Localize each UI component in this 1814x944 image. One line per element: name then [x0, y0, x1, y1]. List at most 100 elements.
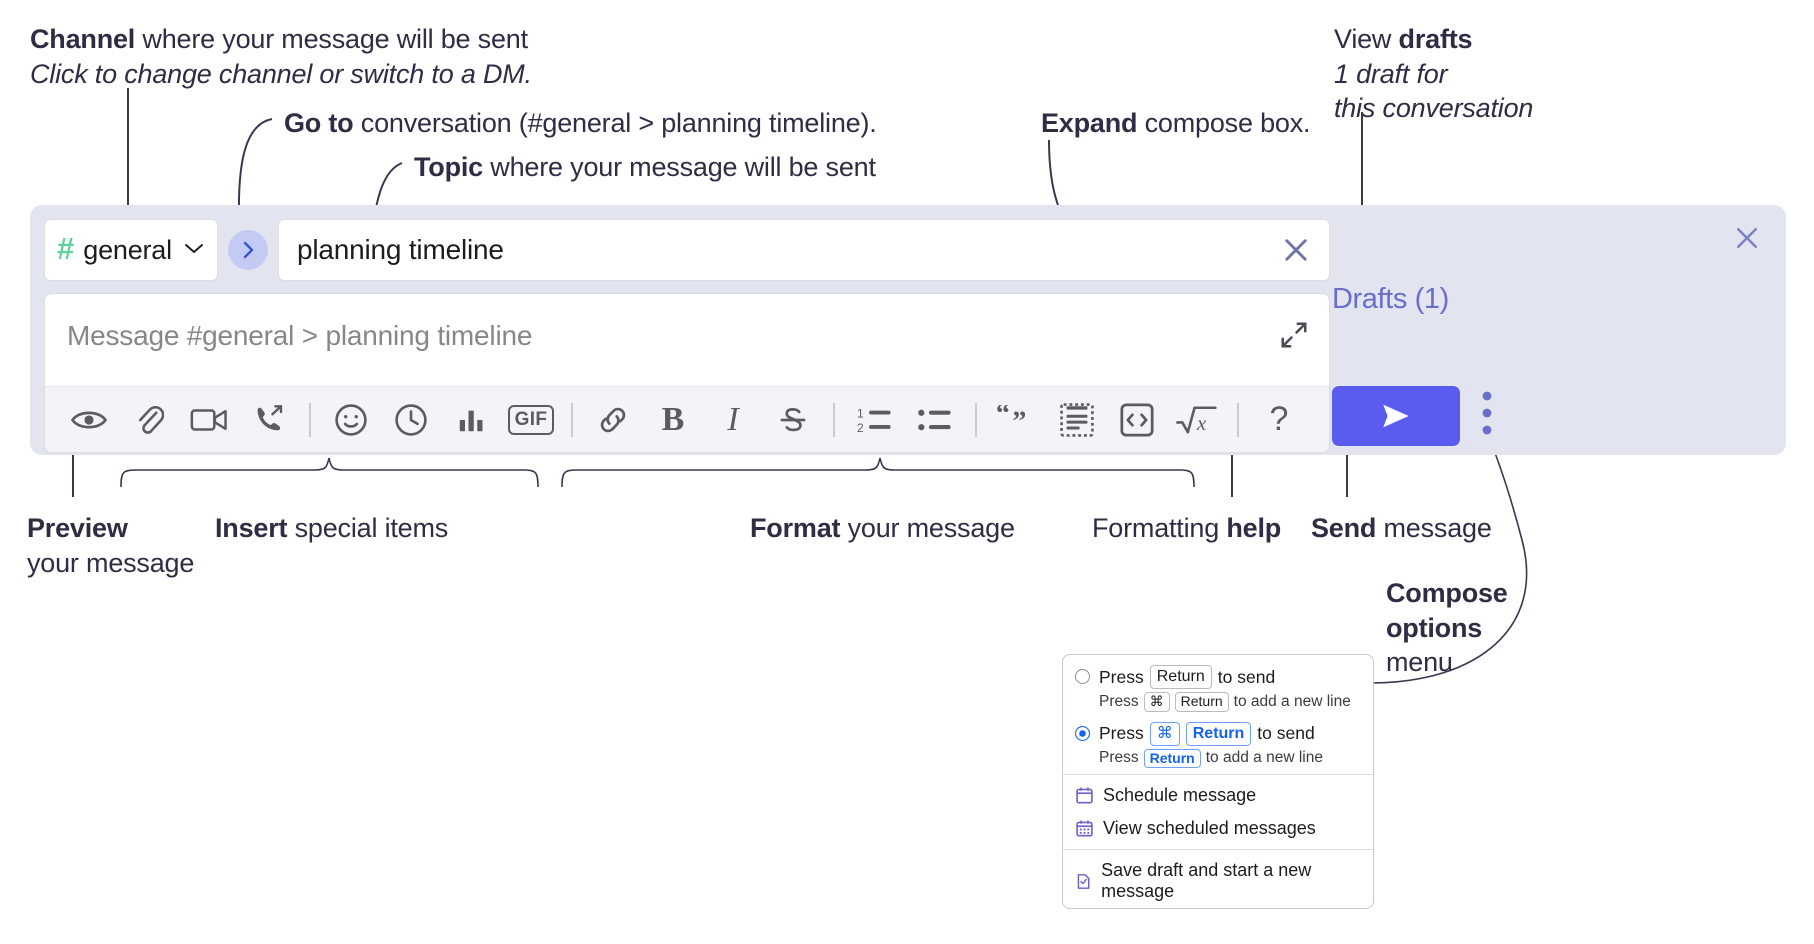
annotation-preview-line2: your message: [27, 547, 195, 578]
annotation-expand: Expand compose box.: [1041, 106, 1311, 141]
formatting-help-button[interactable]: ?: [1249, 392, 1309, 448]
annotation-help-bold: help: [1226, 513, 1282, 543]
reminder-button[interactable]: [381, 392, 441, 448]
option2-press: Press: [1099, 723, 1144, 743]
preview-button[interactable]: [59, 392, 119, 448]
menu-item-label: Schedule message: [1103, 785, 1257, 805]
save-draft-icon: [1077, 873, 1090, 889]
bulleted-list-button[interactable]: [905, 392, 965, 448]
menu-option-cmd-return-to-send[interactable]: Press ⌘ Return to send: [1063, 718, 1373, 746]
italic-button[interactable]: I: [703, 392, 763, 448]
annotation-compose-options: Compose options menu: [1386, 576, 1508, 680]
option1-sub-press: Press: [1099, 692, 1139, 710]
annotation-insert: Insert special items: [215, 511, 448, 546]
menu-item-label: View scheduled messages: [1103, 818, 1316, 838]
radio-return-to-send[interactable]: [1075, 669, 1090, 684]
eye-icon: [70, 411, 108, 428]
radio-cmd-return-to-send[interactable]: [1075, 725, 1090, 741]
menu-option-return-to-send[interactable]: Press Return to send: [1063, 661, 1373, 689]
phone-forward-icon: [257, 404, 283, 430]
annotation-insert-bold: Insert: [215, 513, 288, 543]
ordered-list-button[interactable]: 1 2: [845, 392, 905, 448]
gif-button[interactable]: GIF: [501, 392, 561, 448]
svg-text:x: x: [1196, 411, 1207, 434]
bulleted-list-icon: [918, 409, 951, 430]
blockquote-button[interactable]: “ ”: [987, 392, 1047, 448]
menu-divider: [1063, 774, 1373, 775]
emoji-button[interactable]: [321, 392, 381, 448]
toolbar-separator: [1237, 402, 1239, 437]
annotation-compose-options-rest: menu: [1386, 647, 1453, 678]
menu-item-schedule-message[interactable]: Schedule message: [1063, 779, 1373, 812]
link-button[interactable]: [583, 392, 643, 448]
option1-sub-key-cmd: ⌘: [1143, 692, 1170, 712]
compose-options-button[interactable]: [1482, 390, 1492, 441]
bold-button[interactable]: B: [643, 392, 703, 448]
svg-text:2: 2: [857, 421, 864, 435]
video-camera-icon: [190, 408, 227, 431]
annotation-format-rest: your message: [840, 513, 1015, 543]
code-block-icon: [1060, 402, 1094, 437]
link-icon: [600, 407, 626, 432]
option1-sub-suffix: to add a new line: [1233, 692, 1351, 710]
toolbar-separator: [309, 402, 311, 437]
video-clip-button[interactable]: [179, 392, 239, 448]
channel-picker[interactable]: # general: [44, 219, 218, 281]
chevron-down-icon: [183, 241, 205, 260]
question-mark-icon: ?: [1269, 400, 1289, 438]
channel-name: general: [83, 234, 172, 265]
compose-close-button[interactable]: [1732, 223, 1762, 258]
attach-file-button[interactable]: [119, 392, 179, 448]
svg-text:1: 1: [857, 406, 864, 420]
inline-code-button[interactable]: [1107, 392, 1167, 448]
menu-item-label: Save draft and start a new message: [1101, 860, 1312, 901]
blockquote-icon: “ ”: [997, 405, 1026, 435]
option1-subtext: Press ⌘ Return to add a new line: [1099, 692, 1373, 712]
strikethrough-button[interactable]: [763, 392, 823, 448]
svg-text:”: ”: [1012, 406, 1026, 434]
compose-options-menu: Press Return to send Press ⌘ Return to a…: [1062, 654, 1374, 909]
paperclip-icon: [138, 405, 164, 434]
formatting-toolbar: GIF B I: [45, 386, 1329, 452]
goto-conversation-button[interactable]: [228, 230, 268, 270]
message-placeholder: Message #general > planning timeline: [67, 320, 533, 351]
menu-item-save-draft[interactable]: Save draft and start a new message: [1063, 854, 1373, 908]
option1-sub-key-return: Return: [1174, 692, 1229, 712]
option1-suffix: to send: [1217, 666, 1276, 687]
clock-icon: [395, 403, 427, 436]
math-icon: x: [1176, 405, 1217, 434]
annotation-help: Formatting help: [1092, 511, 1281, 546]
math-button[interactable]: x: [1167, 392, 1227, 448]
annotation-compose-options-bold1: Compose: [1386, 578, 1508, 608]
annotation-topic-bold: Topic: [414, 152, 483, 182]
poll-button[interactable]: [441, 392, 501, 448]
annotation-preview: Preview your message: [27, 511, 194, 580]
strikethrough-icon: [780, 407, 806, 431]
send-button[interactable]: [1332, 386, 1460, 446]
compose-widget: Drafts (1) # general: [30, 205, 1786, 455]
option1-key-return: Return: [1149, 665, 1212, 689]
more-options-icon: [1482, 391, 1492, 435]
toolbar-separator: [571, 402, 573, 437]
code-block-button[interactable]: [1047, 392, 1107, 448]
message-input-box[interactable]: Message #general > planning timeline: [44, 293, 1330, 453]
topic-clear-button[interactable]: [1279, 233, 1313, 267]
topic-input[interactable]: planning timeline: [278, 219, 1330, 281]
option2-suffix: to send: [1257, 723, 1315, 743]
annotation-preview-bold: Preview: [27, 513, 128, 543]
option2-sub-key-return: Return: [1143, 748, 1201, 768]
audio-clip-button[interactable]: [239, 392, 299, 448]
option1-press: Press: [1099, 666, 1144, 687]
annotation-send: Send message: [1311, 511, 1492, 546]
close-icon: [1285, 239, 1307, 261]
annotation-drafts-line3: this conversation: [1334, 93, 1534, 124]
send-paper-plane-icon: [1383, 404, 1409, 428]
ordered-list-icon: 1 2: [857, 406, 891, 435]
drafts-link[interactable]: Drafts (1): [1332, 283, 1449, 315]
option2-sub-press: Press: [1099, 749, 1139, 767]
menu-item-view-scheduled-messages[interactable]: View scheduled messages: [1063, 812, 1373, 845]
compose-inner: # general planning timeline: [44, 219, 1330, 453]
expand-compose-button[interactable]: [1279, 320, 1309, 355]
